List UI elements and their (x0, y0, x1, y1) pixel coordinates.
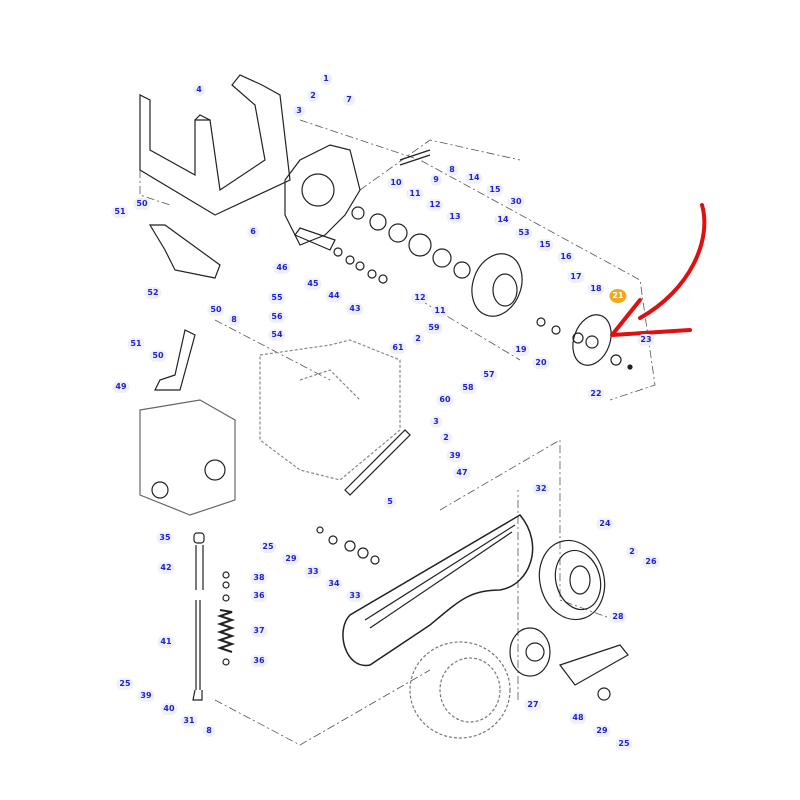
callout-part-23[interactable]: 23 (637, 334, 655, 346)
callout-part-15[interactable]: 15 (536, 239, 554, 251)
callout-part-28[interactable]: 28 (609, 611, 627, 623)
callout-part-34[interactable]: 34 (325, 578, 343, 590)
callout-part-29[interactable]: 29 (282, 553, 300, 565)
callout-part-5[interactable]: 5 (384, 496, 396, 508)
callout-part-31[interactable]: 31 (180, 715, 198, 727)
callout-part-42[interactable]: 42 (157, 562, 175, 574)
callout-part-25[interactable]: 25 (615, 738, 633, 750)
callout-part-25[interactable]: 25 (259, 541, 277, 553)
callout-part-26[interactable]: 26 (642, 556, 660, 568)
spring-37 (216, 609, 236, 653)
callout-part-37[interactable]: 37 (250, 625, 268, 637)
callout-part-17[interactable]: 17 (567, 271, 585, 283)
callout-part-58[interactable]: 58 (459, 382, 477, 394)
callout-part-16[interactable]: 16 (557, 251, 575, 263)
callout-part-35[interactable]: 35 (156, 532, 174, 544)
callout-part-18[interactable]: 18 (587, 283, 605, 295)
callout-part-54[interactable]: 54 (268, 329, 286, 341)
callout-part-1[interactable]: 1 (320, 73, 332, 85)
callout-part-11[interactable]: 11 (406, 188, 424, 200)
callout-part-52[interactable]: 52 (144, 287, 162, 299)
belt-32 (342, 514, 534, 666)
callout-part-12[interactable]: 12 (426, 199, 444, 211)
callout-part-15[interactable]: 15 (486, 184, 504, 196)
callout-part-13[interactable]: 13 (446, 211, 464, 223)
callout-part-36[interactable]: 36 (250, 590, 268, 602)
callout-part-14[interactable]: 14 (494, 214, 512, 226)
callout-part-49[interactable]: 49 (112, 381, 130, 393)
callout-part-39[interactable]: 39 (446, 450, 464, 462)
callout-part-59[interactable]: 59 (425, 322, 443, 334)
callout-part-43[interactable]: 43 (346, 303, 364, 315)
callout-part-19[interactable]: 19 (512, 344, 530, 356)
callout-part-39[interactable]: 39 (137, 690, 155, 702)
pulley-24 (538, 539, 606, 621)
callout-part-30[interactable]: 30 (507, 196, 525, 208)
callout-part-2[interactable]: 2 (307, 90, 319, 102)
callout-part-38[interactable]: 38 (250, 572, 268, 584)
pump (139, 399, 236, 516)
callout-part-46[interactable]: 46 (273, 262, 291, 274)
callout-part-29[interactable]: 29 (593, 725, 611, 737)
plate-6 (284, 144, 361, 246)
callout-part-33[interactable]: 33 (346, 590, 364, 602)
callout-part-56[interactable]: 56 (268, 311, 286, 323)
callout-part-47[interactable]: 47 (453, 467, 471, 479)
bracket-4 (139, 74, 291, 216)
callout-part-12[interactable]: 12 (411, 292, 429, 304)
callout-part-60[interactable]: 60 (436, 394, 454, 406)
callout-part-48[interactable]: 48 (569, 712, 587, 724)
callout-part-8[interactable]: 8 (203, 725, 215, 737)
callout-part-4[interactable]: 4 (193, 84, 205, 96)
callout-part-20[interactable]: 20 (532, 357, 550, 369)
housing-53 (471, 253, 523, 317)
callout-part-14[interactable]: 14 (465, 172, 483, 184)
callout-part-8[interactable]: 8 (446, 164, 458, 176)
callout-part-7[interactable]: 7 (343, 94, 355, 106)
callout-part-22[interactable]: 22 (587, 388, 605, 400)
callout-part-2[interactable]: 2 (626, 546, 638, 558)
callout-part-2[interactable]: 2 (440, 432, 452, 444)
callout-part-45[interactable]: 45 (304, 278, 322, 290)
callout-part-27[interactable]: 27 (524, 699, 542, 711)
callout-part-51[interactable]: 51 (111, 206, 129, 218)
idler-27 (509, 627, 551, 677)
callout-part-3[interactable]: 3 (293, 105, 305, 117)
callout-part-8[interactable]: 8 (228, 314, 240, 326)
callout-part-32[interactable]: 32 (532, 483, 550, 495)
callout-part-10[interactable]: 10 (387, 177, 405, 189)
red-arrow (610, 203, 707, 337)
callout-part-55[interactable]: 55 (268, 292, 286, 304)
callout-part-25[interactable]: 25 (116, 678, 134, 690)
callout-part-24[interactable]: 24 (596, 518, 614, 530)
callout-part-57[interactable]: 57 (480, 369, 498, 381)
callout-part-11[interactable]: 11 (431, 305, 449, 317)
callout-part-44[interactable]: 44 (325, 290, 343, 302)
callout-part-40[interactable]: 40 (160, 703, 178, 715)
callout-part-36[interactable]: 36 (250, 655, 268, 667)
callout-part-61[interactable]: 61 (389, 342, 407, 354)
callout-part-33[interactable]: 33 (304, 566, 322, 578)
callout-part-50[interactable]: 50 (207, 304, 225, 316)
callout-part-2[interactable]: 2 (412, 333, 424, 345)
callout-part-50[interactable]: 50 (149, 350, 167, 362)
callout-part-3[interactable]: 3 (430, 416, 442, 428)
callout-part-50[interactable]: 50 (133, 198, 151, 210)
callout-part-9[interactable]: 9 (430, 174, 442, 186)
callout-part-41[interactable]: 41 (157, 636, 175, 648)
callout-part-51[interactable]: 51 (127, 338, 145, 350)
callout-part-53[interactable]: 53 (515, 227, 533, 239)
callout-part-6[interactable]: 6 (247, 226, 259, 238)
callout-part-21[interactable]: 21 (609, 289, 627, 303)
